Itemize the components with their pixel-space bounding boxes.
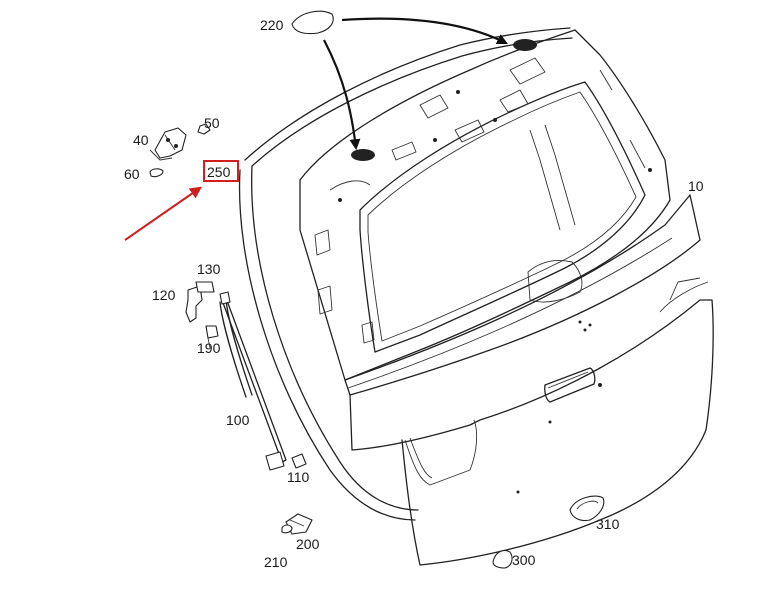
label-110: 110 bbox=[287, 469, 310, 485]
part-110-bolt bbox=[291, 453, 307, 469]
gas-strut bbox=[219, 291, 287, 471]
part-200-buffer bbox=[281, 513, 313, 535]
part-220-cover bbox=[291, 10, 334, 35]
tailgate-seal bbox=[238, 27, 573, 521]
label-220: 220 bbox=[260, 17, 284, 33]
label-40: 40 bbox=[133, 132, 149, 148]
label-60: 60 bbox=[124, 166, 140, 182]
tailgate-frame bbox=[299, 29, 671, 381]
part-300-cap bbox=[492, 549, 513, 569]
label-310: 310 bbox=[596, 516, 620, 532]
label-130: 130 bbox=[197, 261, 221, 277]
label-190: 190 bbox=[197, 340, 221, 356]
label-200: 200 bbox=[296, 536, 320, 552]
label-120: 120 bbox=[152, 287, 176, 303]
hinge-assembly bbox=[149, 123, 211, 178]
label-10: 10 bbox=[688, 178, 704, 194]
label-50: 50 bbox=[204, 115, 220, 131]
part-310-switch bbox=[569, 495, 605, 522]
tailgate-outer-panel bbox=[344, 194, 714, 566]
label-100: 100 bbox=[226, 412, 250, 428]
assembly-arrows bbox=[323, 17, 508, 151]
highlight-arrow bbox=[124, 186, 202, 241]
label-250: 250 bbox=[207, 164, 231, 180]
highlight-box bbox=[203, 160, 239, 182]
label-210: 210 bbox=[264, 554, 288, 570]
strut-bracket bbox=[185, 281, 219, 349]
label-300: 300 bbox=[512, 552, 536, 568]
